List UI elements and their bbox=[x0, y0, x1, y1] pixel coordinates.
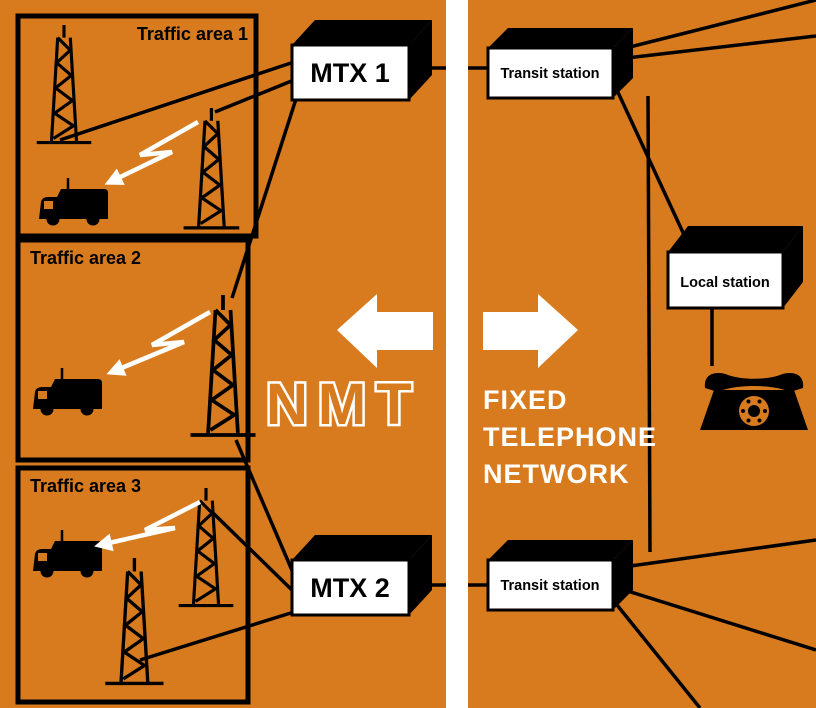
connection-lines bbox=[59, 0, 816, 708]
mtx1-node: MTX 1 bbox=[290, 20, 432, 102]
fixed-network-label-line3: NETWORK bbox=[483, 459, 629, 489]
traffic-area-3-box bbox=[15, 465, 251, 705]
nmt-title: NMT bbox=[266, 372, 422, 437]
arrow-left-icon bbox=[337, 294, 433, 368]
radio-link-arrow bbox=[94, 499, 202, 552]
mtx2-box-top bbox=[292, 535, 432, 560]
transit-station-bottom-node: Transit station bbox=[486, 540, 633, 612]
traffic-area-3: Traffic area 3 bbox=[15, 465, 251, 705]
local-box-face bbox=[666, 250, 785, 310]
telephone-icon bbox=[700, 373, 808, 430]
connection-line bbox=[617, 0, 816, 52]
connection-line bbox=[139, 610, 295, 662]
mtx2-label: MTX 2 bbox=[310, 573, 390, 603]
connection-line bbox=[230, 98, 298, 299]
traffic-area-2-label: Traffic area 2 bbox=[30, 248, 141, 268]
mtx1-label: MTX 1 bbox=[310, 58, 390, 88]
mtx1-box-side bbox=[409, 20, 432, 100]
radio-link-arrow bbox=[106, 310, 212, 376]
traffic-area-1-label: Traffic area 1 bbox=[137, 24, 248, 44]
arrow-right-icon bbox=[483, 294, 578, 368]
connection-line bbox=[615, 538, 816, 570]
traffic-area-1: Traffic area 1 bbox=[15, 13, 259, 239]
traffic-area-2-box bbox=[15, 237, 251, 463]
transit-bottom-box-side bbox=[613, 540, 633, 610]
transit-top-box-face bbox=[486, 46, 615, 100]
local-box-side bbox=[783, 226, 803, 308]
mtx2-node: MTX 2 bbox=[290, 535, 432, 617]
radio-link-arrow bbox=[104, 120, 200, 185]
mtx2-box-side bbox=[409, 535, 432, 615]
mobile-unit-truck-icon bbox=[37, 176, 110, 227]
connection-line bbox=[625, 34, 816, 60]
fixed-network-label-line2: TELEPHONE bbox=[483, 422, 657, 452]
traffic-area-3-label: Traffic area 3 bbox=[30, 476, 141, 496]
local-box-top bbox=[668, 226, 803, 252]
connection-line bbox=[210, 510, 296, 594]
mtx1-box-face bbox=[290, 43, 411, 102]
connection-line bbox=[646, 95, 652, 553]
transit-top-box-side bbox=[613, 28, 633, 98]
mobile-unit-truck-icon bbox=[31, 528, 104, 579]
mtx2-box-face bbox=[290, 558, 411, 617]
radio-tower-icon bbox=[35, 23, 93, 145]
local-station-label: Local station bbox=[680, 275, 769, 291]
connection-line bbox=[59, 60, 295, 142]
network-divider bbox=[446, 0, 468, 708]
mtx1-box-top bbox=[292, 20, 432, 45]
connection-line bbox=[614, 87, 694, 253]
radio-tower-icon bbox=[177, 486, 235, 608]
connection-line bbox=[611, 598, 702, 708]
fixed-network-label-line1: FIXED bbox=[483, 385, 568, 415]
traffic-area-1-box bbox=[15, 13, 259, 239]
transit-station-bottom-label: Transit station bbox=[500, 578, 599, 594]
connection-line bbox=[617, 586, 816, 652]
transit-station-top-label: Transit station bbox=[500, 66, 599, 82]
transit-top-box-top bbox=[488, 28, 633, 48]
transit-bottom-box-top bbox=[488, 540, 633, 560]
radio-tower-icon bbox=[103, 556, 166, 686]
traffic-area-2: Traffic area 2 bbox=[15, 237, 258, 463]
transit-station-top-node: Transit station bbox=[486, 28, 633, 100]
transit-bottom-box-face bbox=[486, 558, 615, 612]
mobile-unit-truck-icon bbox=[31, 366, 104, 417]
local-station-node: Local station bbox=[666, 226, 803, 310]
